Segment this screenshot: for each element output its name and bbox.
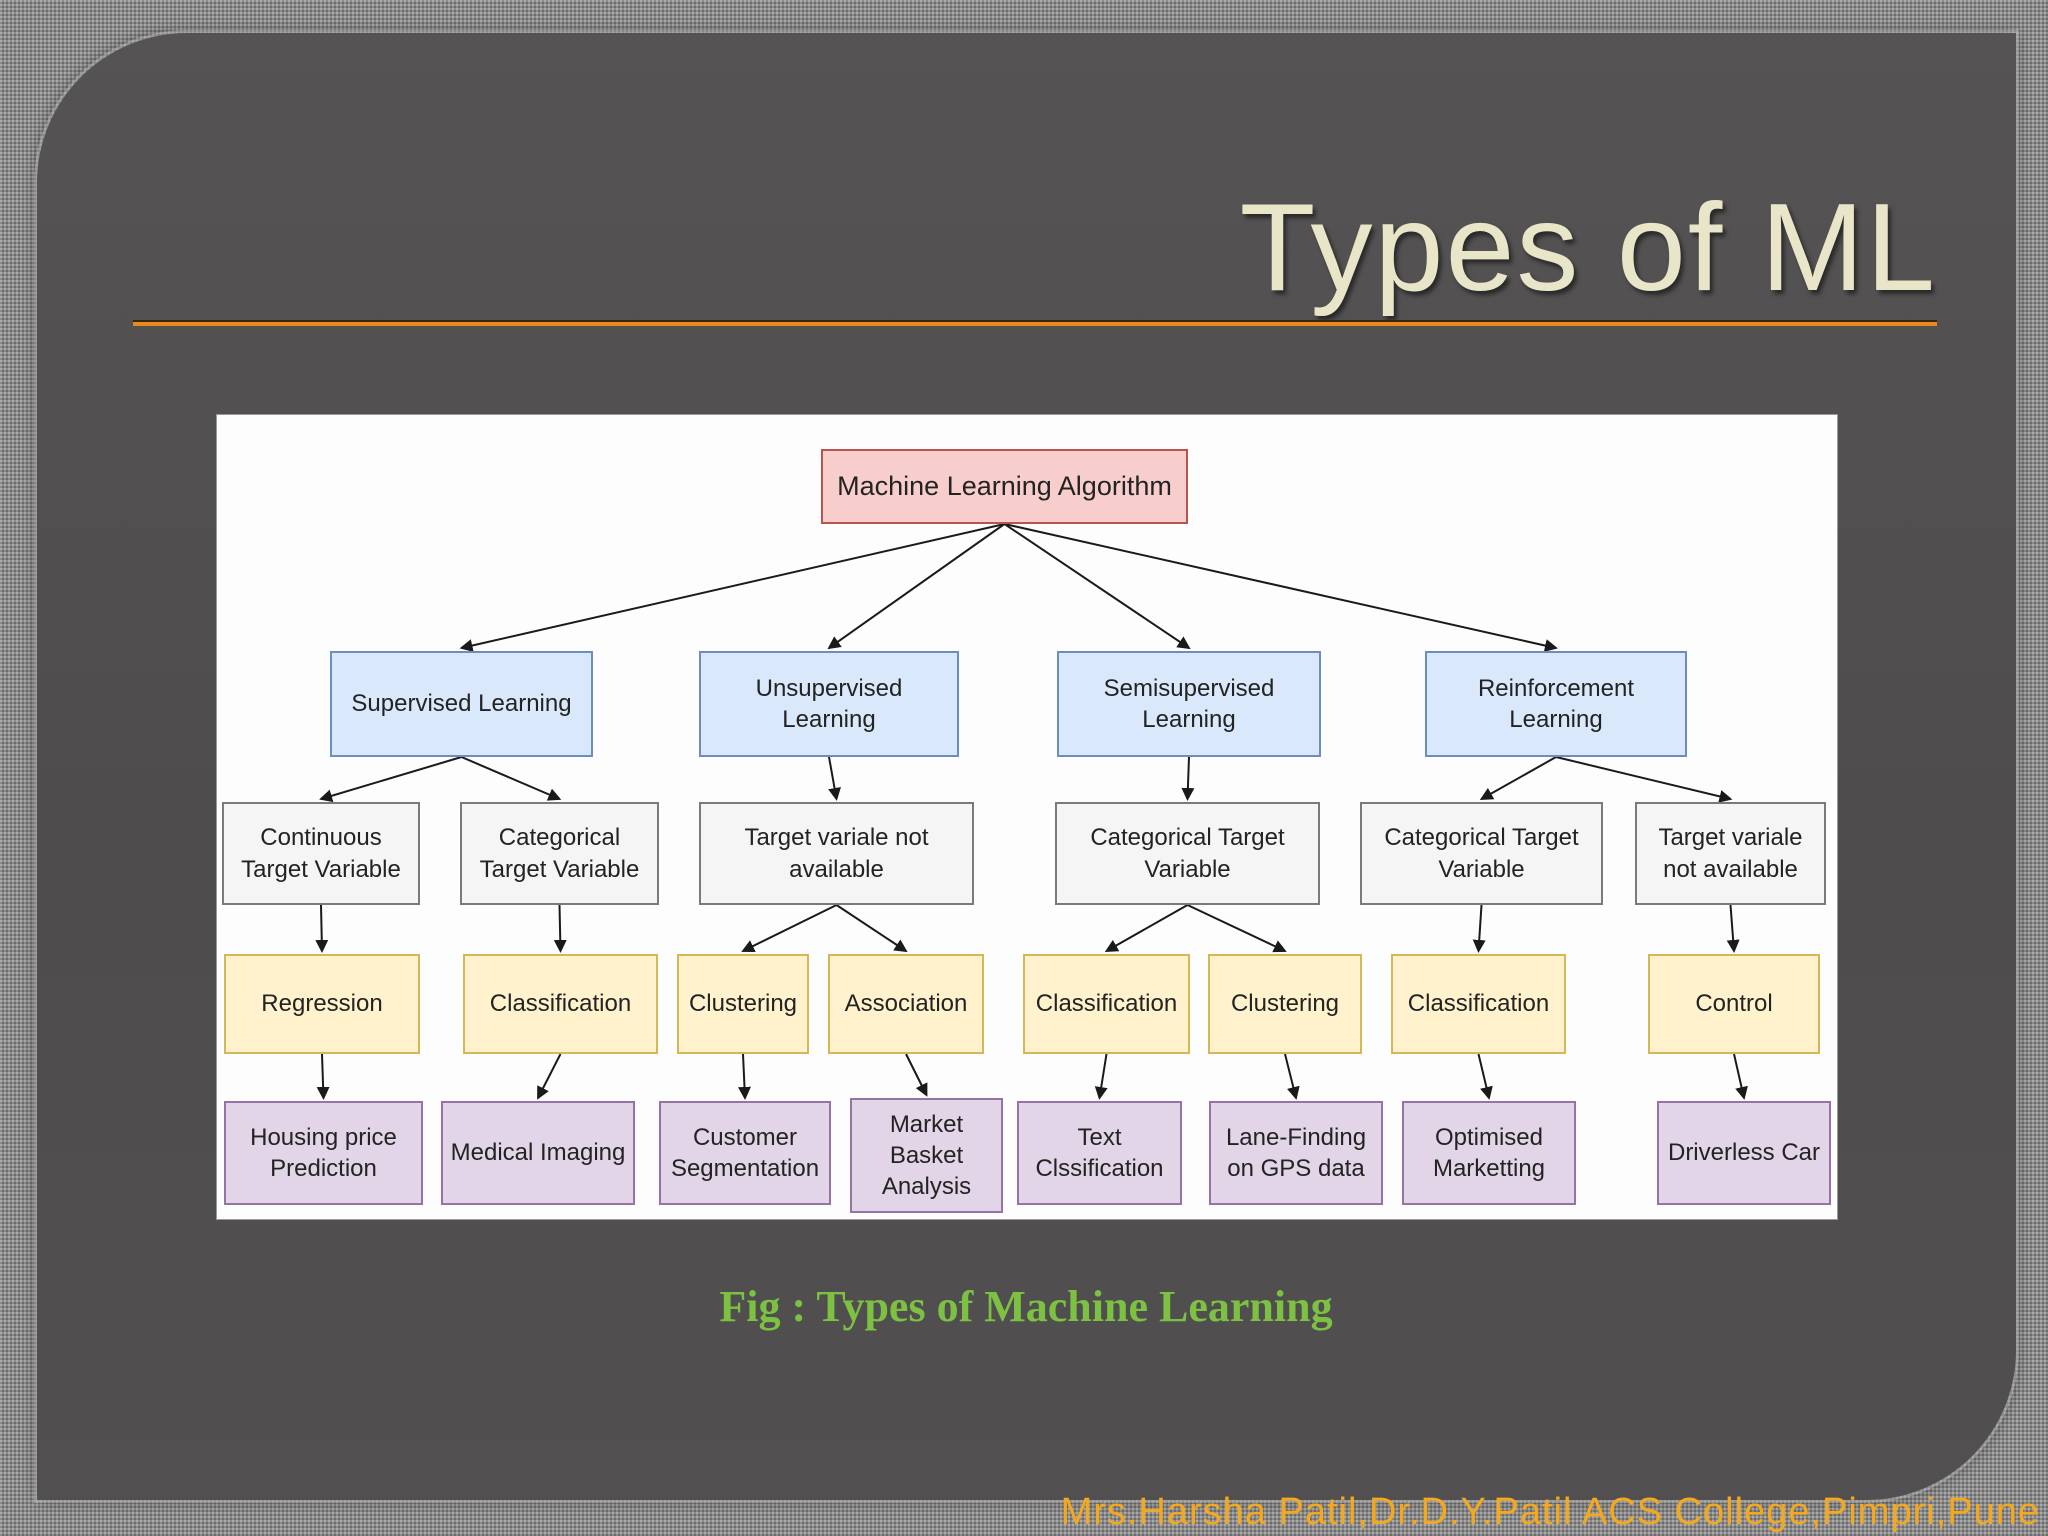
diagram-edge-cat2-clustering2 <box>1187 904 1287 953</box>
diagram-node-classification1: Classification <box>463 954 658 1054</box>
diagram-edge-control-driverless <box>1733 1053 1748 1100</box>
diagram-edge-regression-housing <box>316 1053 330 1100</box>
diagram-node-tna1: Target variale not available <box>699 802 974 905</box>
diagram-node-cont: Continuous Target Variable <box>222 802 420 905</box>
diagram-node-regression: Regression <box>224 954 420 1054</box>
diagram-node-semi: Semisupervised Learning <box>1057 651 1321 757</box>
title-underline <box>133 320 1937 326</box>
diagram-node-text: Text Clssification <box>1017 1101 1182 1205</box>
diagram-node-reinf: Reinforcement Learning <box>1425 651 1687 757</box>
diagram-node-customer: Customer Segmentation <box>659 1101 831 1205</box>
diagram-node-cat2: Categorical Target Variable <box>1055 802 1320 905</box>
diagram-node-sup: Supervised Learning <box>330 651 593 757</box>
slide-title: Types of ML <box>1239 179 1937 317</box>
diagram-edge-cat1-classification1 <box>553 904 567 953</box>
figure-caption: Fig : Types of Machine Learning <box>719 1282 1333 1331</box>
diagram-node-cat1: Categorical Target Variable <box>460 802 659 905</box>
diagram-edge-cat3-classification3 <box>1472 904 1486 953</box>
footer-credit: Mrs.Harsha Patil,Dr.D.Y.Patil ACS Colleg… <box>1060 1491 2040 1533</box>
diagram-edge-association-market <box>905 1053 928 1097</box>
diagram-edge-tna2-control <box>1726 904 1740 953</box>
diagram-edge-classification3-optimised <box>1477 1053 1493 1100</box>
diagram-node-medical: Medical Imaging <box>441 1101 635 1205</box>
diagram-edge-sup-cont <box>319 756 462 803</box>
diagram-node-unsup: Unsupervised Learning <box>699 651 959 757</box>
diagram-node-optimised: Optimised Marketting <box>1402 1101 1576 1205</box>
diagram-node-control: Control <box>1648 954 1820 1054</box>
diagram-edge-ml-reinf <box>1004 523 1558 652</box>
diagram-node-driverless: Driverless Car <box>1657 1101 1831 1205</box>
diagram-edge-unsup-tna1 <box>828 756 841 801</box>
diagram-edge-ml-unsup <box>827 523 1006 650</box>
diagram-node-clustering2: Clustering <box>1208 954 1362 1054</box>
diagram-edge-reinf-cat3 <box>1479 756 1557 800</box>
diagram-edge-ml-sup <box>459 523 1005 652</box>
diagram-node-housing: Housing price Prediction <box>224 1101 423 1205</box>
diagram-edge-sup-cat1 <box>461 756 562 801</box>
diagram-node-market: Market Basket Analysis <box>850 1098 1003 1213</box>
diagram-edge-tna1-clustering1 <box>741 904 837 952</box>
diagram-node-clustering1: Clustering <box>677 954 809 1054</box>
diagram-edges <box>315 523 1748 1100</box>
diagram-edge-ml-semi <box>1003 523 1191 650</box>
diagram-edge-cat2-classification2 <box>1104 904 1188 952</box>
diagram-edge-reinf-tna2 <box>1555 756 1733 803</box>
diagram-edge-clustering1-customer <box>738 1053 751 1100</box>
diagram-node-classification2: Classification <box>1023 954 1190 1054</box>
diagram-edge-tna1-association <box>835 904 908 953</box>
diagram-node-lane: Lane-Finding on GPS data <box>1209 1101 1383 1205</box>
diagram-node-classification3: Classification <box>1391 954 1566 1054</box>
diagram-edge-clustering2-lane <box>1284 1053 1300 1100</box>
diagram-node-cat3: Categorical Target Variable <box>1360 802 1603 905</box>
diagram-node-association: Association <box>828 954 984 1054</box>
diagram-edge-semi-cat2 <box>1181 756 1195 801</box>
diagram-edge-classification1-medical <box>537 1053 562 1100</box>
diagram-node-ml: Machine Learning Algorithm <box>821 449 1188 524</box>
diagram-edge-classification2-text <box>1094 1053 1108 1100</box>
diagram-edge-cont-regression <box>315 904 329 953</box>
diagram-node-tna2: Target variale not available <box>1635 802 1826 905</box>
